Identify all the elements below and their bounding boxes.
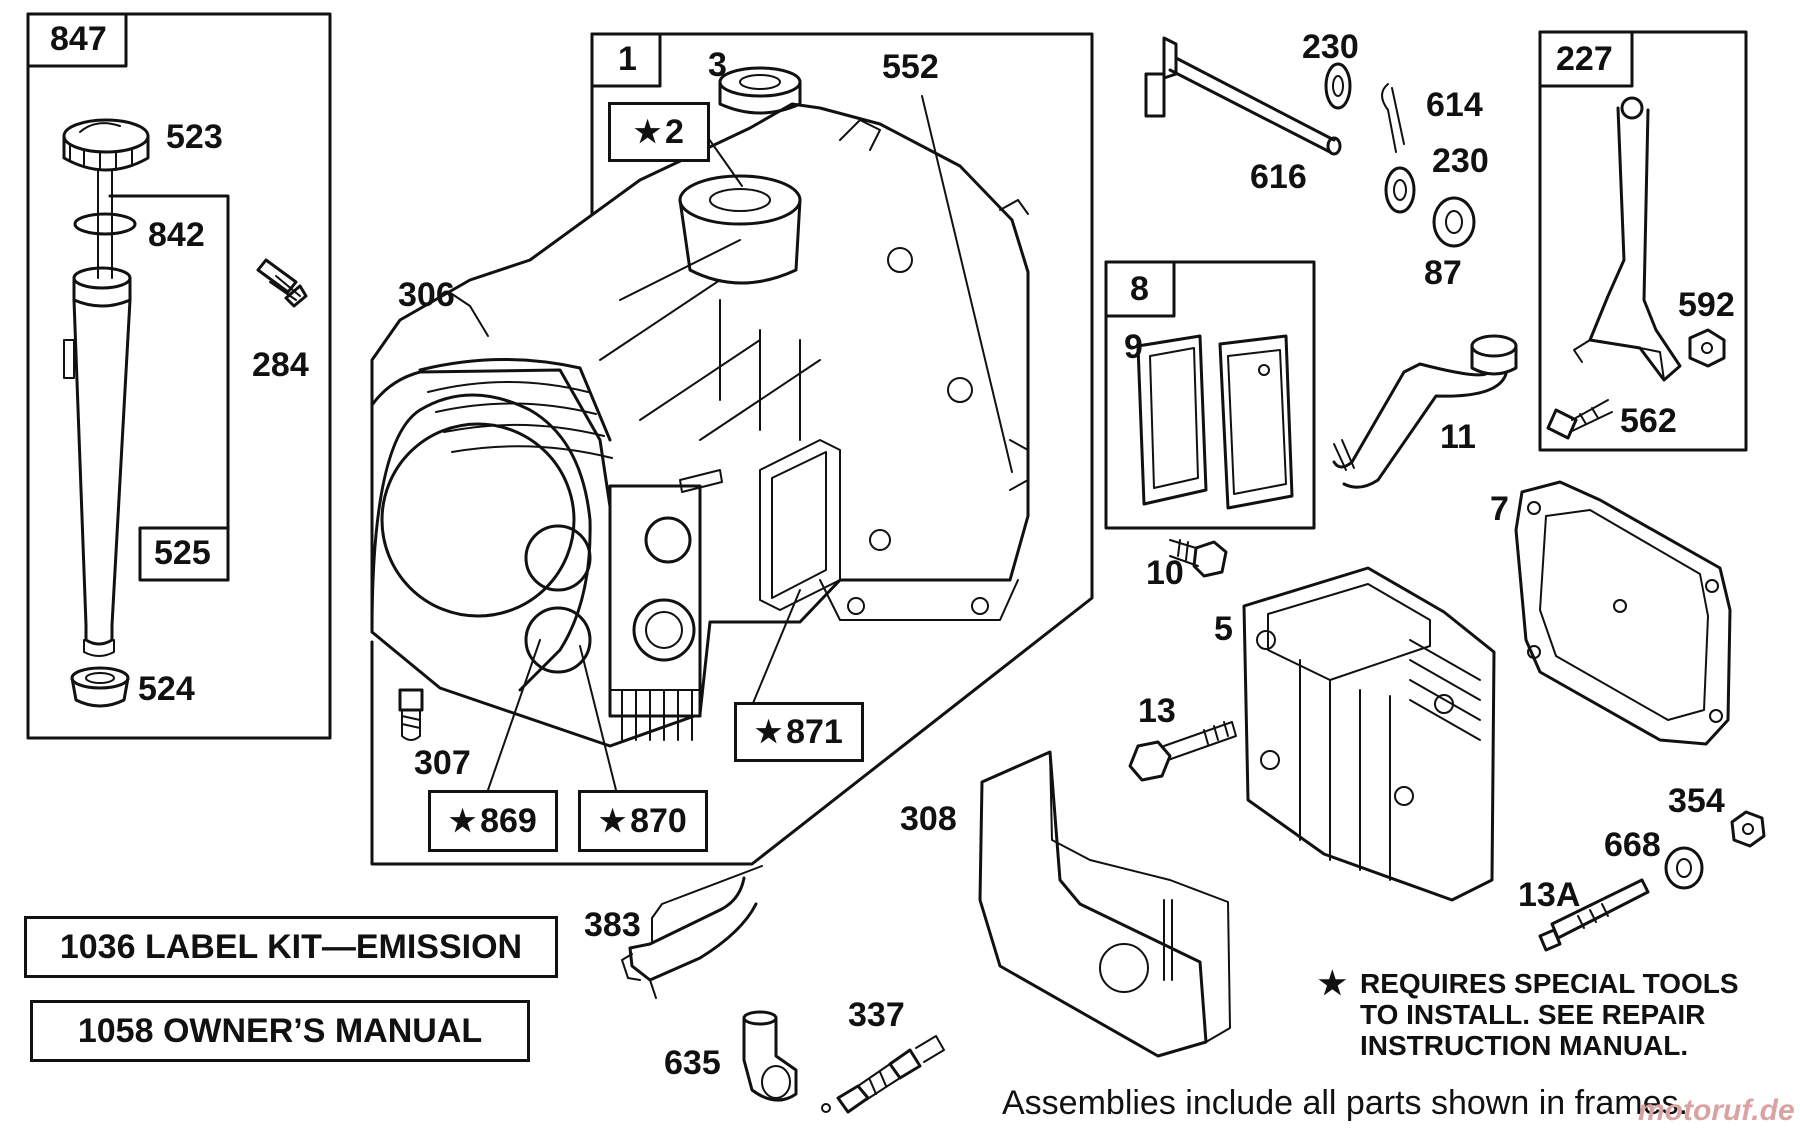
callout-9: 9 xyxy=(1124,328,1143,366)
bolt-13-drawing xyxy=(1128,721,1237,782)
callout-354: 354 xyxy=(1668,782,1725,820)
frame-227 xyxy=(1538,30,1748,452)
callout-870-box: ★ 870 xyxy=(578,790,708,852)
cylinder-baffle-drawing xyxy=(978,750,1231,1058)
breather-cover-drawing xyxy=(1218,334,1294,510)
label-kit-box: 1036 LABEL KIT—EMISSION xyxy=(24,916,558,978)
frame-1 xyxy=(370,32,1094,866)
stud-13a-drawing xyxy=(1538,878,1650,952)
frame-847 xyxy=(26,12,332,740)
callout-871: 871 xyxy=(786,712,843,751)
star-icon: ★ xyxy=(755,715,783,749)
callout-10: 10 xyxy=(1146,554,1184,592)
screw-284-drawing xyxy=(256,258,308,308)
callout-2: 2 xyxy=(664,112,684,151)
callout-847: 847 xyxy=(50,20,107,58)
screw-307-drawing xyxy=(398,688,424,741)
callout-87: 87 xyxy=(1424,254,1462,292)
frame-525 xyxy=(118,194,230,582)
callout-306: 306 xyxy=(398,276,455,314)
star-icon: ★ xyxy=(449,804,477,838)
head-gasket-drawing xyxy=(1514,480,1732,746)
callout-13a: 13A xyxy=(1518,876,1581,914)
callout-284: 284 xyxy=(252,346,309,384)
callout-525: 525 xyxy=(154,534,211,572)
nut-354-drawing xyxy=(1730,810,1766,848)
callout-523: 523 xyxy=(166,118,223,156)
callout-230-top: 230 xyxy=(1302,28,1359,66)
cylinder-block-drawing xyxy=(370,102,1030,748)
o-ring-drawing xyxy=(73,212,137,236)
callout-11: 11 xyxy=(1440,418,1476,456)
star-icon: ★ xyxy=(634,115,661,149)
callout-2-box: ★ 2 xyxy=(608,102,710,162)
callout-383: 383 xyxy=(584,906,641,944)
callout-616: 616 xyxy=(1250,158,1307,196)
callout-869-box: ★ 869 xyxy=(428,790,558,852)
washer-668-drawing xyxy=(1664,846,1704,890)
callout-7: 7 xyxy=(1490,490,1509,528)
callout-8: 8 xyxy=(1130,270,1149,308)
watermark: motoruf.de xyxy=(1638,1094,1795,1127)
callout-552: 552 xyxy=(882,48,939,86)
callout-592: 592 xyxy=(1678,286,1735,324)
hairpin-drawing xyxy=(1381,83,1405,153)
dipstick-tube-drawing xyxy=(63,266,132,657)
governor-lever-drawing xyxy=(1573,96,1682,382)
screw-562-drawing xyxy=(1546,399,1613,440)
grommet-drawing xyxy=(70,666,130,708)
breather-gasket-drawing xyxy=(1136,334,1208,506)
screw-10-drawing xyxy=(1169,539,1228,578)
spark-plug-boot-drawing xyxy=(742,1010,798,1102)
callout-3: 3 xyxy=(708,46,727,84)
washer-230-drawing xyxy=(1324,62,1352,110)
breather-tube-drawing xyxy=(1332,334,1518,489)
seal-3-drawing xyxy=(718,66,802,115)
frame-8 xyxy=(1104,260,1316,530)
callout-635: 635 xyxy=(664,1044,721,1082)
callout-870: 870 xyxy=(630,801,687,840)
callout-524: 524 xyxy=(138,670,195,708)
callout-13: 13 xyxy=(1138,692,1176,730)
callout-5: 5 xyxy=(1214,610,1233,648)
seal-87-drawing xyxy=(1432,196,1476,248)
callout-562: 562 xyxy=(1620,402,1677,440)
callout-869: 869 xyxy=(480,801,537,840)
callout-842: 842 xyxy=(148,216,205,254)
callout-308: 308 xyxy=(900,800,957,838)
assemblies-footer: Assemblies include all parts shown in fr… xyxy=(1002,1084,1688,1122)
spark-plug-drawing xyxy=(821,1035,945,1114)
callout-668: 668 xyxy=(1604,826,1661,864)
note-line-3: INSTRUCTION MANUAL. xyxy=(1360,1030,1689,1061)
note-line-2: TO INSTALL. SEE REPAIR xyxy=(1360,999,1706,1030)
callout-227: 227 xyxy=(1556,40,1613,78)
ignition-module-drawing xyxy=(621,865,763,999)
callout-337: 337 xyxy=(848,996,905,1034)
note-line-1: REQUIRES SPECIAL TOOLS xyxy=(1360,968,1739,999)
governor-shaft-drawing xyxy=(1144,36,1342,156)
callout-1: 1 xyxy=(618,40,637,78)
nut-592-drawing xyxy=(1688,328,1726,368)
owners-manual-box: 1058 OWNER’S MANUAL xyxy=(30,1000,530,1062)
dipstick-cap-drawing xyxy=(62,118,150,172)
cylinder-head-drawing xyxy=(1242,566,1496,902)
star-icon: ★ xyxy=(1318,965,1347,1001)
callout-230-bottom: 230 xyxy=(1432,142,1489,180)
star-icon: ★ xyxy=(599,804,627,838)
special-tools-note: ★ REQUIRES SPECIAL TOOLS TO INSTALL. SEE… xyxy=(1318,965,1739,1061)
callout-307: 307 xyxy=(414,744,471,782)
callout-871-box: ★ 871 xyxy=(734,702,864,762)
callout-614: 614 xyxy=(1426,86,1483,124)
